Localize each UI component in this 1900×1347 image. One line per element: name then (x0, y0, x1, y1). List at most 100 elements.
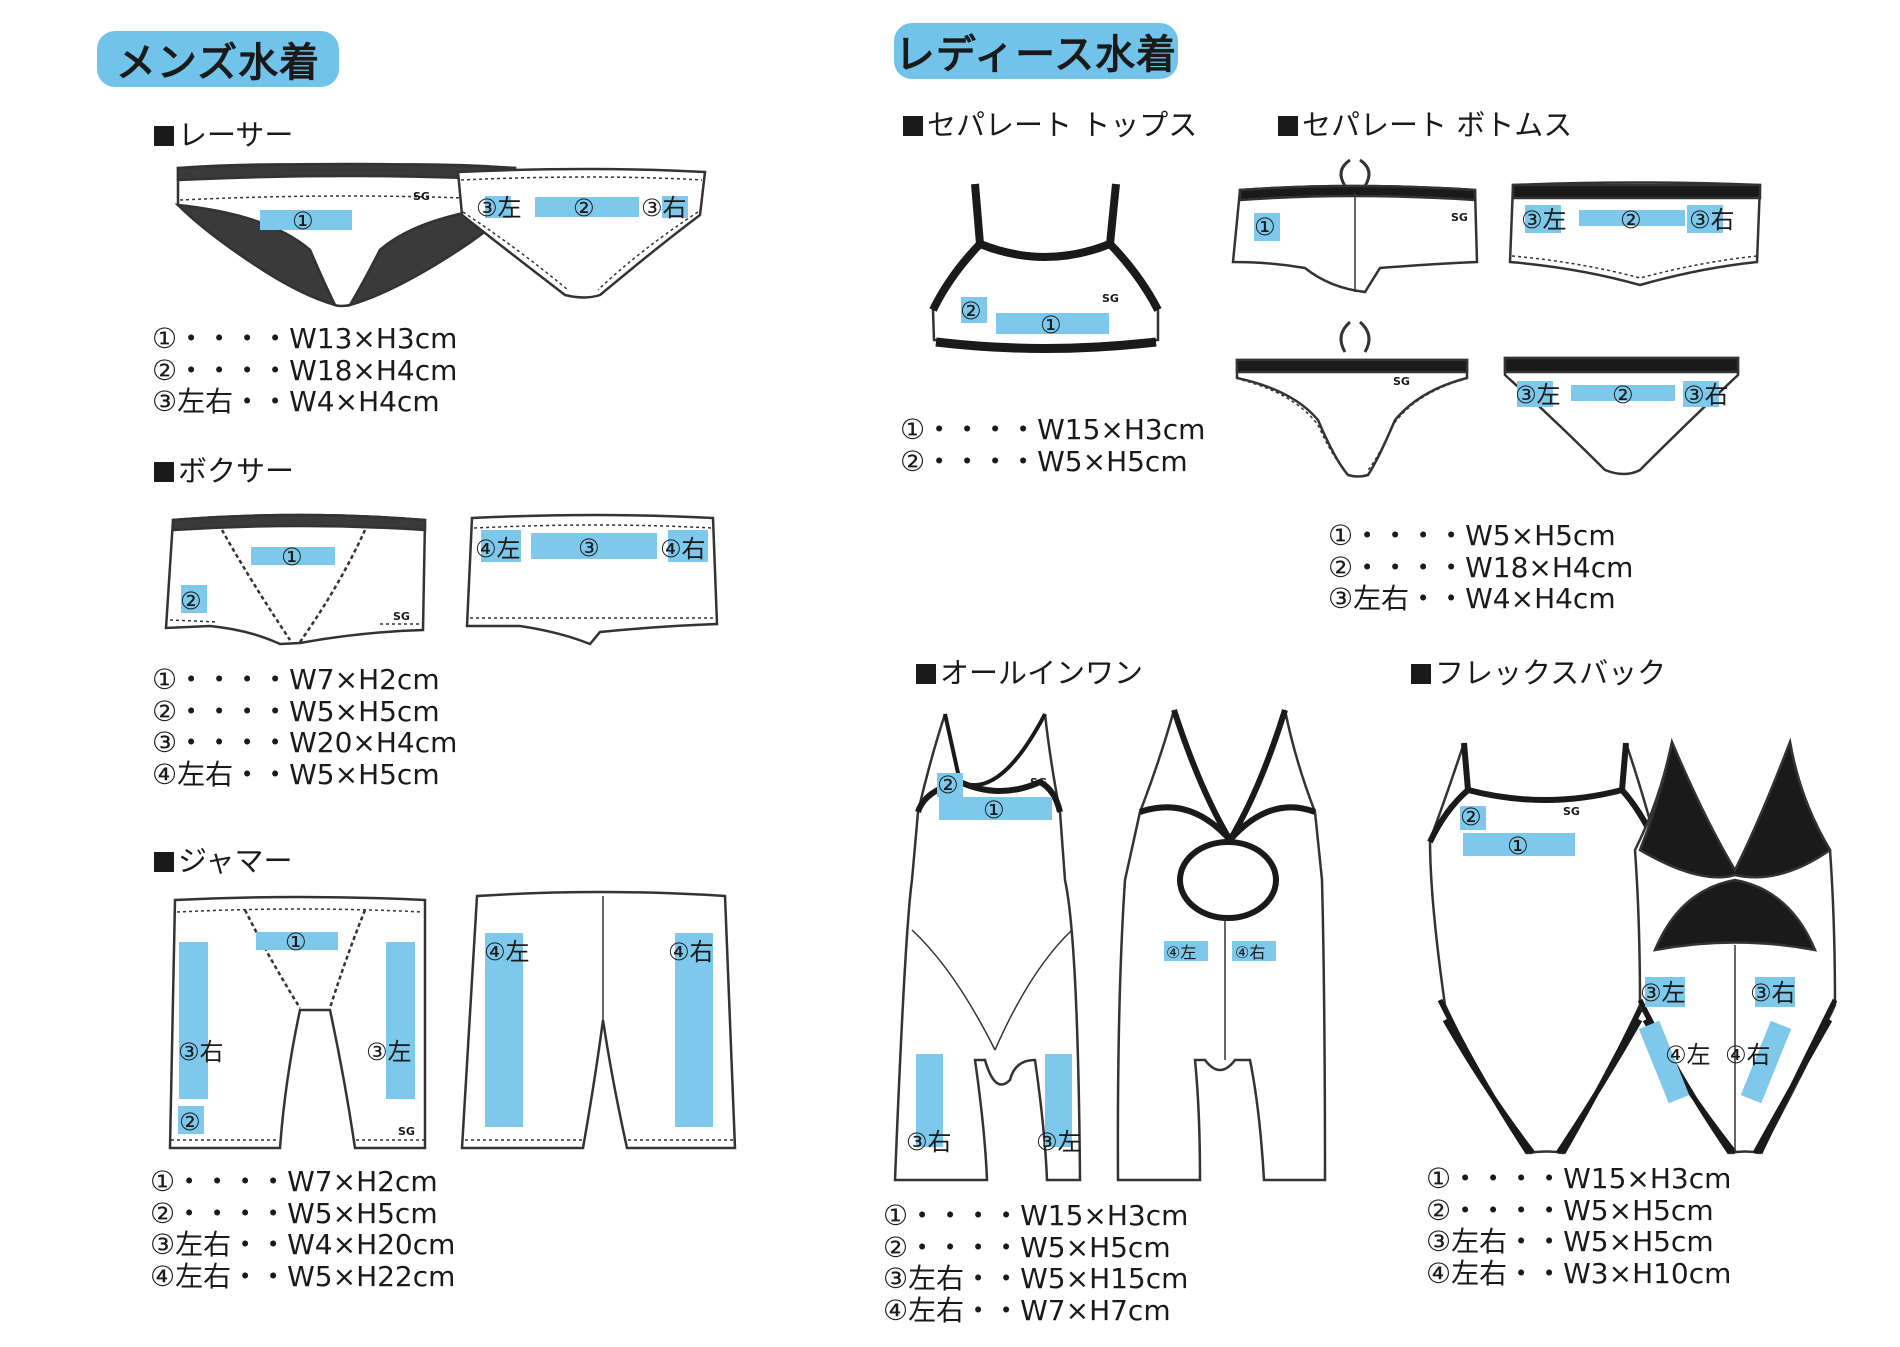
svg-text:SG: SG (1102, 292, 1119, 305)
spec-line: ②・・・・W5×H5cm (150, 1196, 438, 1230)
svg-text:SG: SG (1563, 805, 1580, 818)
print-area (178, 1106, 204, 1134)
svg-text:SG: SG (398, 1125, 415, 1138)
spec-line: ③左右・・W4×H4cm (1328, 582, 1616, 615)
ladies-section-title: レディース水着 (894, 23, 1178, 79)
print-area (1687, 205, 1723, 233)
spec-line: ①・・・・W7×H2cm (152, 663, 440, 696)
sep-bottom-brief-back (1503, 356, 1740, 476)
print-area (1683, 381, 1719, 407)
marker-label: ③左 (366, 1038, 412, 1066)
spec-line: ②・・・・W5×H5cm (883, 1230, 1171, 1264)
marker-label: ④右 (1725, 1041, 1771, 1069)
spec-line: ②・・・・W5×H5cm (152, 694, 440, 728)
print-area (251, 547, 335, 565)
spec-line: ③左右・・W5×H15cm (883, 1262, 1189, 1295)
sep-tops-heading: セパレート トップス (903, 102, 1197, 144)
marker-label: ② (179, 1108, 201, 1136)
marker-label: ① (1040, 311, 1062, 339)
sep-bottoms-heading: セパレート ボトムス (1278, 102, 1572, 144)
jammer-front-illustration (168, 895, 427, 1150)
marker-label: ① (285, 928, 307, 956)
print-area (1164, 941, 1208, 961)
marker-label: ③ (578, 534, 600, 562)
sep-bottom-short-front (1231, 158, 1479, 294)
svg-text:SG: SG (1393, 375, 1410, 388)
marker-label: ④左 (475, 535, 521, 563)
spec-line: ①・・・・W7×H2cm (150, 1165, 438, 1198)
marker-label: ① (983, 796, 1005, 824)
spec-line: ②・・・・W18×H4cm (1328, 550, 1634, 584)
print-area (1517, 381, 1553, 407)
print-area (260, 210, 352, 230)
spec-line: ③左右・・W4×H20cm (150, 1228, 456, 1261)
spec-line: ①・・・・W15×H3cm (1426, 1162, 1732, 1195)
racer-specs: ①・・・・W13×H3cm ②・・・・W18×H4cm ③左右・・W4×H4cm (152, 323, 457, 418)
print-area (939, 797, 1052, 820)
print-area (1460, 806, 1486, 830)
spec-line: ③左右・・W5×H5cm (1426, 1225, 1714, 1258)
marker-label: ④右 (1235, 943, 1265, 962)
spec-line: ④左右・・W5×H22cm (150, 1259, 456, 1293)
spec-line: ②・・・・W18×H4cm (152, 353, 458, 387)
print-area (531, 533, 657, 559)
marker-label: ③左 (1521, 206, 1567, 234)
boxer-front-illustration (164, 513, 427, 646)
print-area (485, 933, 523, 1127)
marker-label: ② (573, 194, 595, 222)
print-area (1755, 977, 1795, 1007)
svg-text:SG: SG (1030, 776, 1047, 789)
marker-label: ③右 (178, 1038, 224, 1066)
print-area (1463, 833, 1575, 856)
print-area (668, 530, 708, 562)
marker-label: ③右 (1750, 979, 1796, 1007)
brand-logos: SG SG SG SG SG SG SG SG (393, 190, 1580, 1138)
marker-label: ③右 (1689, 206, 1735, 234)
marker-label: ② (1612, 381, 1634, 409)
print-area (485, 196, 511, 218)
svg-text:SG: SG (413, 190, 430, 203)
print-area (937, 773, 963, 797)
spec-line: ③・・・・W20×H4cm (152, 726, 458, 759)
print-area (256, 932, 338, 950)
jammer-back-illustration (460, 890, 737, 1150)
allinone-back-illustration (1116, 709, 1327, 1182)
print-area (916, 1054, 943, 1147)
flexback-specs: ①・・・・W15×H3cm ②・・・・W5×H5cm ③左右・・W5×H5cm … (1426, 1163, 1731, 1289)
marker-label: ③左 (1515, 381, 1561, 409)
marker-label: ③左 (1640, 979, 1686, 1007)
print-area (386, 942, 415, 1099)
flexback-heading: フレックスバック (1411, 650, 1666, 692)
spec-line: ①・・・・W13×H3cm (152, 322, 458, 355)
sep-bottoms-specs: ①・・・・W5×H5cm ②・・・・W18×H4cm ③左右・・W4×H4cm (1328, 520, 1633, 615)
print-area (1571, 385, 1675, 401)
marker-label: ② (180, 587, 202, 615)
boxer-heading: ボクサー (154, 448, 294, 490)
print-area (961, 297, 987, 323)
sep-tops-specs: ①・・・・W15×H3cm ②・・・・W5×H5cm (900, 414, 1205, 477)
racer-heading: レーサー (154, 112, 293, 154)
mens-section-title: メンズ水着 (97, 31, 339, 87)
spec-line: ④左右・・W3×H10cm (1426, 1256, 1732, 1290)
print-area (675, 933, 713, 1127)
marker-label: ① (1507, 832, 1529, 860)
marker-label: ③左 (1036, 1128, 1082, 1156)
print-area (481, 530, 521, 562)
spec-line: ①・・・・W15×H3cm (900, 413, 1206, 446)
boxer-specs: ①・・・・W7×H2cm ②・・・・W5×H5cm ③・・・・W20×H4cm … (152, 664, 457, 790)
marker-label: ② (937, 771, 959, 799)
print-area (1045, 1054, 1072, 1147)
print-area (1638, 1020, 1690, 1104)
marker-label: ① (292, 207, 314, 235)
print-area (1740, 1020, 1792, 1104)
print-area (996, 313, 1109, 334)
marker-label: ② (960, 297, 982, 325)
marker-label: ④左 (1665, 1041, 1711, 1069)
spec-line: ④左右・・W5×H5cm (152, 757, 440, 791)
spec-line: ①・・・・W5×H5cm (1328, 519, 1616, 552)
allinone-specs: ①・・・・W15×H3cm ②・・・・W5×H5cm ③左右・・W5×H15cm… (883, 1200, 1188, 1326)
marker-label: ③右 (1683, 381, 1729, 409)
marker-label: ④左 (484, 938, 530, 966)
racer-back-illustration (456, 167, 707, 299)
